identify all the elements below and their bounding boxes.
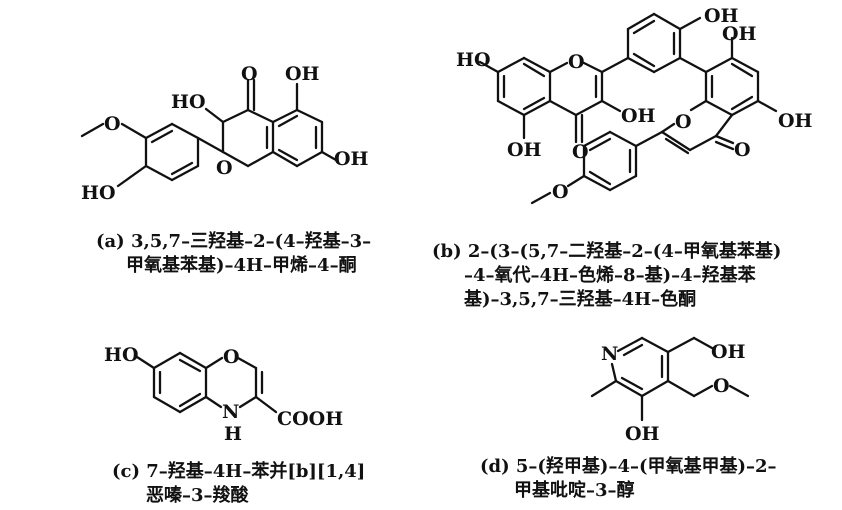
atom-label: OH: [334, 148, 369, 170]
atom-label: O: [568, 51, 585, 73]
structure-a: O OH HO O OH O HO: [80, 63, 369, 204]
structure-b: HO O OH O OH OH OH OH O O O: [456, 5, 813, 205]
atom-label: OH: [625, 423, 660, 445]
structure-c: HO O N H COOH: [104, 344, 343, 445]
atom-label: O: [713, 375, 730, 397]
caption-line: 基)–3,5,7–三羟基–4H–色酮: [464, 289, 697, 310]
caption-line: 恶嗪–3–羧酸: [146, 485, 249, 506]
caption-c: (c) 7–羟基–4H–苯并[b][1,4] 恶嗪–3–羧酸: [112, 460, 365, 508]
caption-d: (d) 5–(羟甲基)–4–(甲氧基甲基)–2– 甲基吡啶–3–醇: [480, 455, 777, 503]
atom-label: HO: [104, 344, 139, 366]
structure-d: N OH O OH: [590, 336, 750, 445]
atom-label: H: [224, 423, 242, 445]
atom-label: OH: [711, 341, 746, 363]
atom-label: O: [241, 63, 258, 85]
atom-label: O: [104, 113, 121, 135]
atom-label: O: [734, 139, 751, 161]
atom-label: O: [552, 181, 569, 203]
caption-line: (b) 2–(3–(5,7–二羟基–2–(4–甲氧基苯基): [432, 241, 782, 262]
atom-label: COOH: [277, 408, 343, 430]
atom-label: O: [572, 141, 589, 163]
atom-label: O: [216, 157, 233, 179]
atom-label: OH: [722, 23, 757, 45]
atom-label: OH: [285, 63, 320, 85]
atom-label: O: [223, 346, 240, 368]
caption-a: (a) 3,5,7–三羟基–2–(4–羟基–3– 甲氧基苯基)–4H–甲烯–4–…: [96, 230, 371, 278]
atom-label: OH: [778, 110, 813, 132]
caption-line: 甲氧基苯基)–4H–甲烯–4–酮: [126, 255, 357, 276]
caption-line: (d) 5–(羟甲基)–4–(甲氧基甲基)–2–: [480, 456, 777, 477]
atom-label: O: [675, 111, 692, 133]
atom-label: N: [601, 343, 618, 365]
caption-line: –4–氧代–4H–色烯–8–基)–4–羟基苯: [464, 265, 756, 286]
atom-label: OH: [621, 105, 656, 127]
atom-label: OH: [507, 139, 542, 161]
caption-line: (c) 7–羟基–4H–苯并[b][1,4]: [112, 461, 366, 482]
atom-label: N: [222, 401, 239, 423]
caption-line: 甲基吡啶–3–醇: [514, 480, 635, 501]
atom-label: OH: [704, 5, 739, 27]
caption-line: (a) 3,5,7–三羟基–2–(4–羟基–3–: [96, 231, 372, 252]
atom-label: HO: [456, 49, 491, 71]
atom-label: HO: [81, 182, 116, 204]
caption-b: (b) 2–(3–(5,7–二羟基–2–(4–甲氧基苯基) –4–氧代–4H–色…: [432, 240, 781, 312]
atom-label: HO: [171, 91, 206, 113]
